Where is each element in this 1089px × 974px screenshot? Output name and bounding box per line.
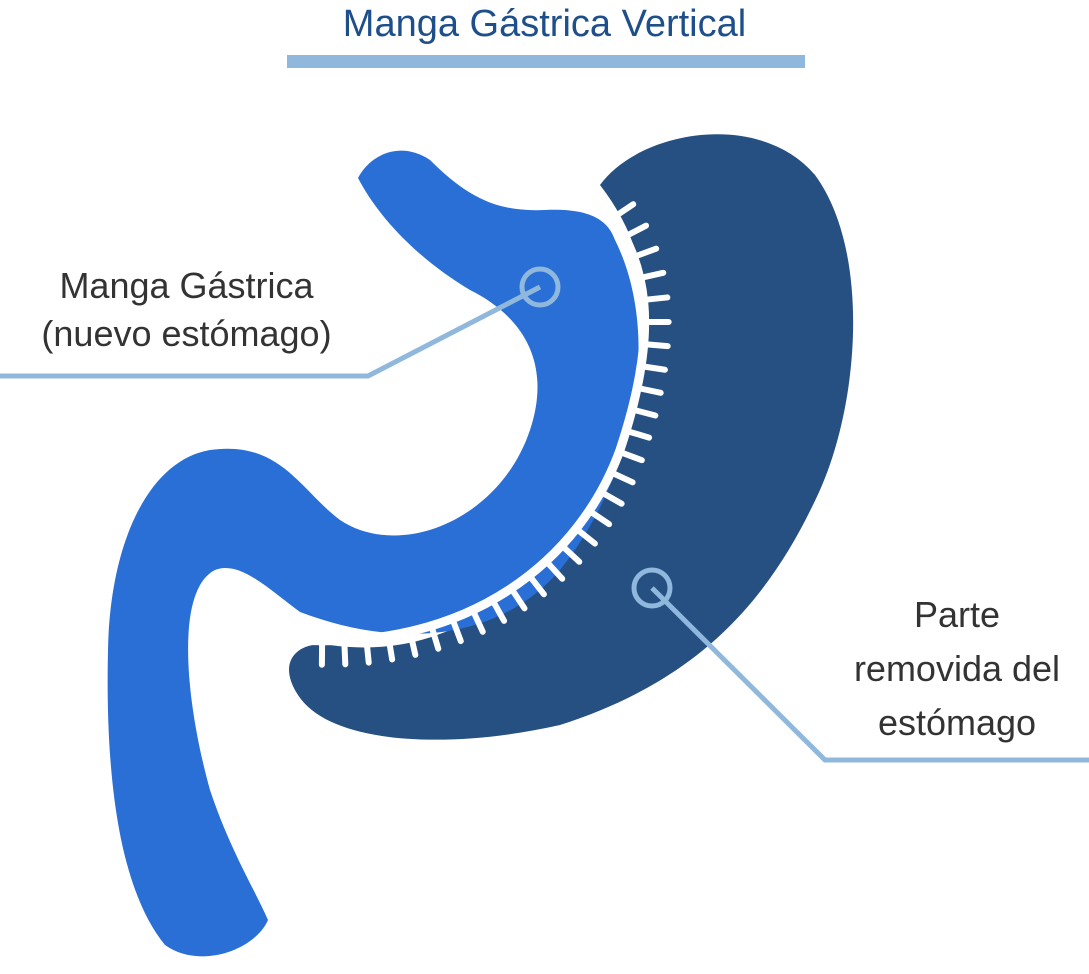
staple-tick xyxy=(449,615,464,645)
staple-ticks xyxy=(318,201,672,668)
staple-tick xyxy=(623,427,653,441)
staple-tick xyxy=(621,222,650,240)
staple-tick xyxy=(636,269,667,282)
staple-tick xyxy=(610,201,637,221)
staple-tick xyxy=(341,637,349,668)
staple-tick xyxy=(597,488,625,507)
staple-tick xyxy=(630,245,660,260)
staple-tick xyxy=(363,635,372,666)
staple-tick xyxy=(640,294,671,303)
removed-leader-line xyxy=(650,586,1089,763)
sleeve-leader-line xyxy=(0,284,542,379)
staple-tick xyxy=(558,542,583,565)
staple-tick xyxy=(640,341,671,350)
diagram-title: Manga Gástrica Vertical xyxy=(342,3,747,45)
removed-label-line-1: Parte xyxy=(913,594,1001,635)
staple-tick xyxy=(508,585,528,612)
removed-label: Parte removida del estómago xyxy=(850,588,1064,750)
staple-tick xyxy=(489,596,508,624)
removed-label-line-3: estómago xyxy=(877,702,1037,743)
staple-tick xyxy=(629,406,659,419)
sleeve-label-line-1: Manga Gástrica xyxy=(59,265,314,306)
staple-tick xyxy=(638,363,668,373)
staple-tick xyxy=(469,607,486,635)
staple-tick xyxy=(428,622,442,652)
staple-tick xyxy=(543,558,566,582)
removed-marker-circle xyxy=(631,567,673,609)
removed-label-line-2: removida del xyxy=(853,648,1061,689)
staple-tick xyxy=(616,448,645,464)
staple-tick xyxy=(634,384,664,396)
sleeve-label: Manga Gástrica (nuevo estómago) xyxy=(14,262,359,358)
staple-tick xyxy=(607,469,636,486)
sleeve-label-line-2: (nuevo estómago) xyxy=(41,313,332,354)
staple-tick xyxy=(406,628,419,658)
staple-tick xyxy=(526,572,547,598)
title-underline xyxy=(287,55,805,68)
removed-stomach-part xyxy=(289,134,854,740)
staple-tick xyxy=(573,525,598,547)
staple-tick xyxy=(586,507,613,528)
sleeve-marker-circle xyxy=(519,266,561,308)
gastric-sleeve xyxy=(107,150,639,957)
staple-tick xyxy=(385,632,396,663)
